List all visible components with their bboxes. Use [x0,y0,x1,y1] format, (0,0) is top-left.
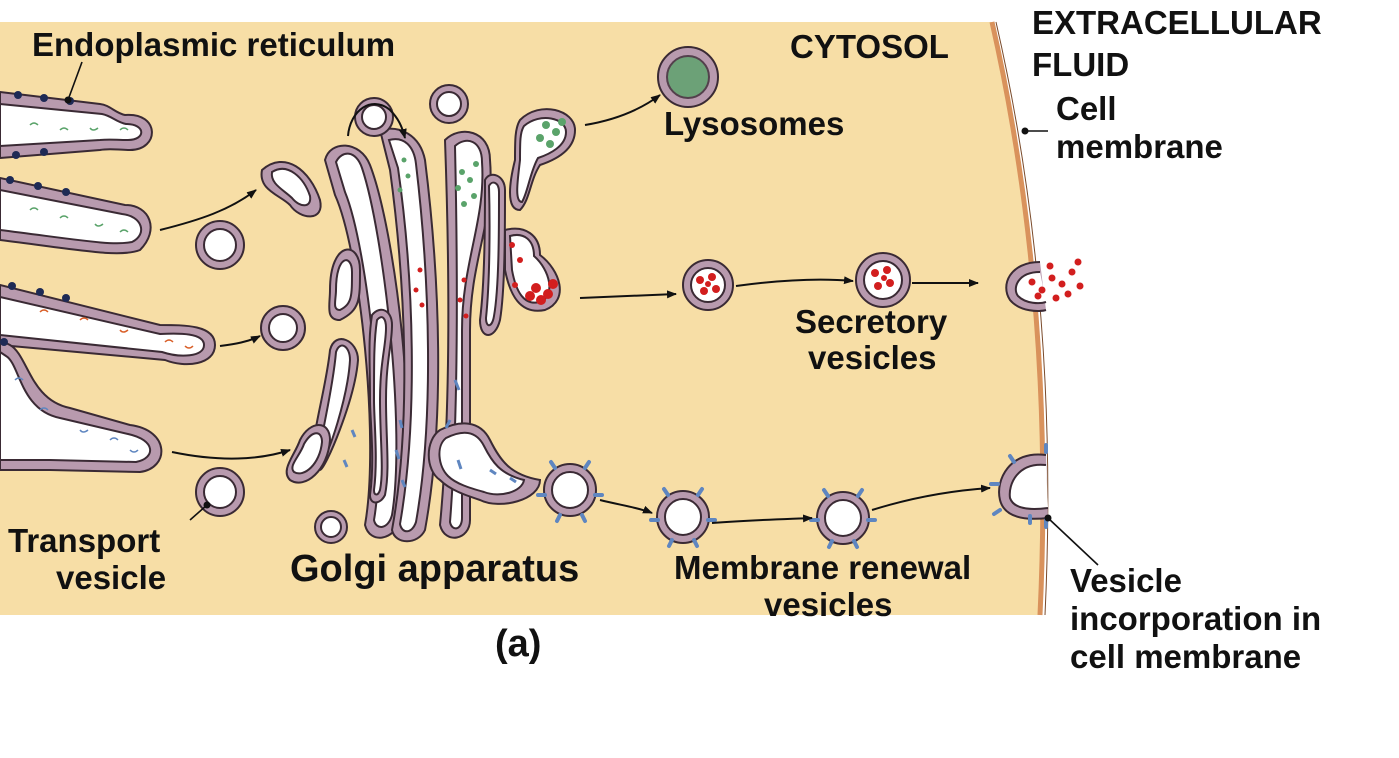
secretory-granules [696,266,894,295]
label-vesicle-incorporation-line2: incorporation in [1070,600,1321,637]
label-vesicle-incorporation-line3: cell membrane [1070,638,1301,675]
ribosomes [0,91,74,346]
lysosome [657,46,719,108]
transport-vesicles [195,160,348,544]
leader-lines [67,61,1099,566]
label-cell-membrane-line1: Cell [1056,90,1117,127]
cytosol-region [0,22,1043,615]
label-extracellular-fluid-line1: EXTRACELLULAR [1032,4,1322,41]
label-transport-vesicle-line1: Transport [8,522,160,559]
pathway-arrows [159,94,991,524]
membrane-proteins [536,443,1048,549]
label-membrane-renewal-vesicles-line2: vesicles [764,586,892,623]
renewal-vesicle-1 [656,490,710,544]
leader-dots [64,96,1052,522]
label-transport-vesicle-line2: vesicle [56,559,166,596]
endoplasmic-reticulum [0,90,217,474]
golgi-secretory-content [413,242,558,319]
golgi-lysosomal-content [397,118,566,207]
label-cytosol: CYTOSOL [790,28,949,65]
renewal-vesicle-2 [816,491,870,545]
label-secretory-vesicles-line2: vesicles [808,339,936,376]
label-secretory-vesicles-line1: Secretory [795,303,948,340]
released-secretions [1028,258,1084,302]
er-contents [14,122,194,453]
label-membrane-renewal-vesicles-line1: Membrane renewal [674,549,971,586]
label-endoplasmic-reticulum: Endoplasmic reticulum [32,26,395,63]
label-lysosomes: Lysosomes [664,105,844,142]
panel-label: (a) [495,623,541,665]
label-golgi-apparatus: Golgi apparatus [290,548,579,590]
label-cell-membrane-line2: membrane [1056,128,1223,165]
golgi-membrane-protein-content [342,379,517,488]
renewal-vesicle-golgi [543,463,597,517]
golgi-apparatus [285,108,577,543]
vesicle-fusion-pit [998,453,1049,520]
label-extracellular-fluid-line2: FLUID [1032,46,1129,83]
label-vesicle-incorporation-line1: Vesicle [1070,562,1182,599]
